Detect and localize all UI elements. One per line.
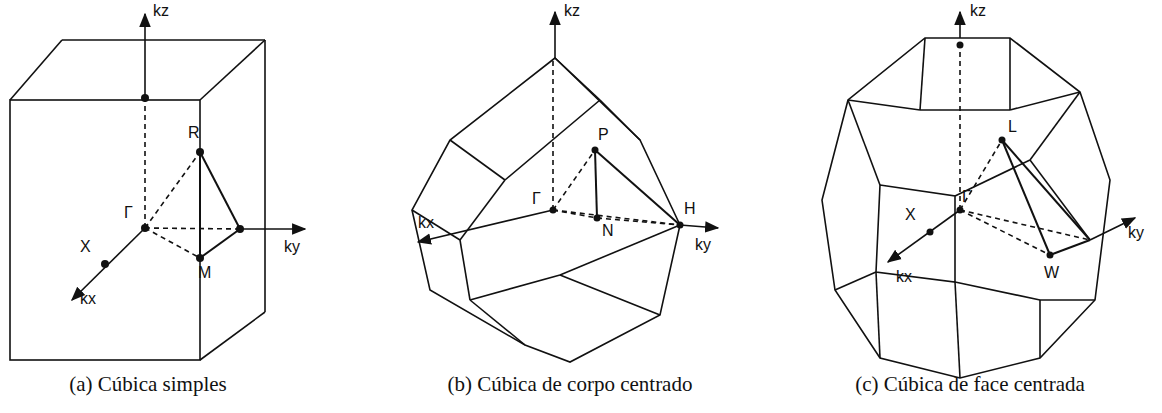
point-label: N	[602, 222, 614, 240]
point-label: Γ	[124, 204, 133, 222]
point-label: kx	[80, 290, 96, 308]
point-label: Γ	[962, 188, 971, 206]
point-label: ky	[1128, 224, 1144, 242]
point-label: X	[80, 238, 91, 256]
point-label: kz	[153, 2, 169, 20]
point-label: kx	[896, 268, 912, 286]
point-label: H	[684, 200, 696, 218]
point-label: L	[1008, 118, 1017, 136]
point-label: R	[188, 124, 200, 142]
point-label: kx	[418, 214, 434, 232]
figure-caption: (b) Cúbica de corpo centrado	[448, 372, 693, 397]
point-label: Γ	[532, 190, 541, 208]
point-label: P	[598, 126, 609, 144]
point-label: M	[198, 264, 211, 282]
figure-caption: (c) Cúbica de face centrada	[855, 372, 1085, 397]
point-label: W	[1044, 264, 1059, 282]
point-label: X	[905, 206, 916, 224]
point-label: ky	[695, 236, 711, 254]
figure-caption: (a) Cúbica simples	[69, 372, 226, 397]
point-label: kz	[564, 2, 580, 20]
point-label: kz	[970, 2, 986, 20]
point-label: ky	[284, 238, 300, 256]
